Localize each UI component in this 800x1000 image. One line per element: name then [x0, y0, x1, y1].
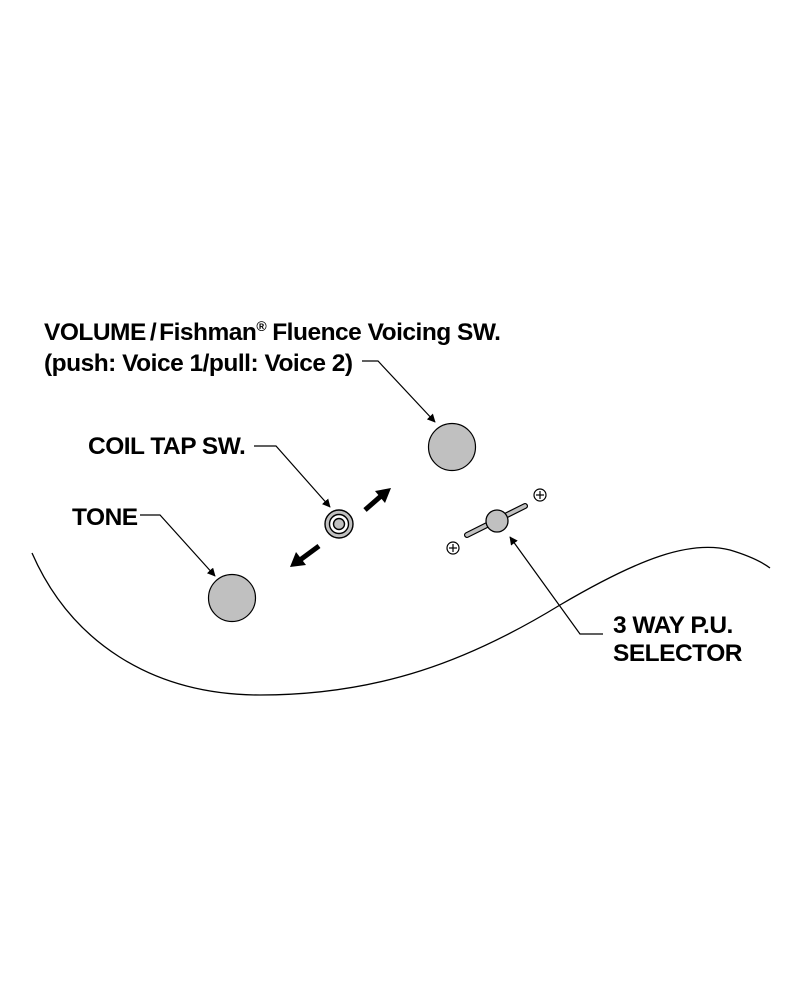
registered-mark: ®: [256, 318, 267, 334]
phillips-screw-icon: [533, 488, 547, 502]
volume-label-line1: VOLUME/Fishman® Fluence Voicing SW.: [44, 318, 500, 346]
coil-tap-label: COIL TAP SW.: [88, 433, 245, 460]
fluence-voicing-text: Fluence Voicing SW.: [272, 319, 500, 346]
volume-label-text: VOLUME: [44, 319, 146, 346]
selector-leader-line: [509, 536, 603, 635]
double-arrow-icon: [290, 488, 391, 567]
pickup-selector-switch: [464, 503, 528, 538]
fishman-label-text: Fishman: [159, 319, 256, 346]
selector-label-line1: 3 WAY P.U.: [613, 612, 733, 639]
volume-leader-line: [362, 360, 436, 423]
selector-label-line2: SELECTOR: [613, 640, 743, 667]
volume-knob: [427, 422, 477, 472]
phillips-screw-icon: [446, 541, 460, 555]
volume-label-line2: (push: Voice 1/pull: Voice 2): [44, 350, 353, 377]
tone-label: TONE: [72, 504, 138, 531]
tone-knob: [207, 573, 257, 623]
coil-tap-leader-line: [254, 445, 331, 508]
coil-tap-switch: [324, 509, 354, 539]
tone-leader-line: [140, 514, 216, 577]
volume-label-separator: /: [150, 319, 157, 346]
guitar-body-outline: [31, 546, 771, 696]
